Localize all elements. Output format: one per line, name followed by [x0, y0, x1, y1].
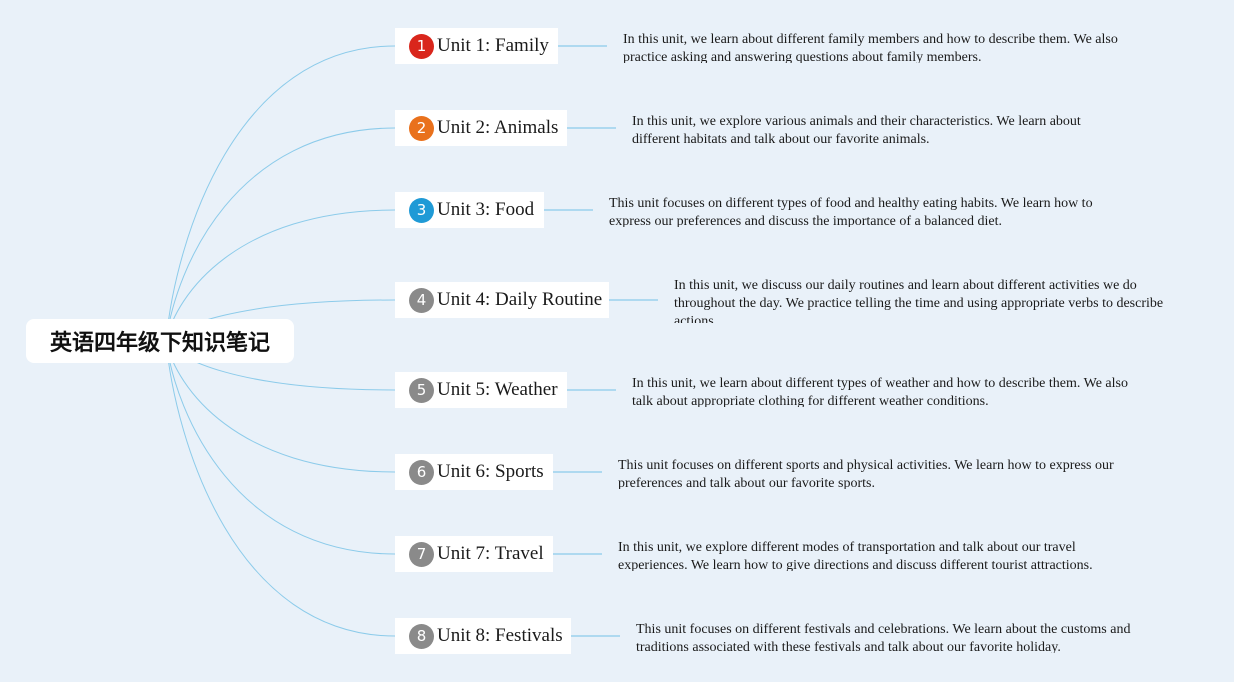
branch-line	[165, 127, 396, 342]
unit-description: In this unit, we learn about different f…	[623, 32, 1118, 63]
root-topic[interactable]: 英语四年级下知识笔记	[26, 319, 294, 363]
unit-label: Unit 1: Family	[437, 35, 549, 56]
branch-line	[165, 340, 396, 637]
unit-description: In this unit, we discuss our daily routi…	[674, 278, 1164, 323]
branch-line	[165, 45, 396, 342]
branch-line	[165, 340, 396, 555]
unit-label: Unit 7: Travel	[437, 543, 544, 564]
unit-node-daily-routine[interactable]: 4 Unit 4: Daily Routine	[395, 282, 609, 318]
unit-description: This unit focuses on different types of …	[609, 196, 1093, 227]
unit-node-food[interactable]: 3 Unit 3: Food	[395, 192, 544, 228]
unit-label: Unit 4: Daily Routine	[437, 289, 603, 310]
unit-description: In this unit, we explore various animals…	[632, 114, 1081, 145]
unit-description: This unit focuses on different festivals…	[636, 622, 1131, 653]
unit-description: In this unit, we learn about different t…	[632, 376, 1128, 407]
unit-node-animals[interactable]: 2 Unit 2: Animals	[395, 110, 567, 146]
unit-label: Unit 8: Festivals	[437, 625, 563, 646]
unit-description: This unit focuses on different sports an…	[618, 458, 1114, 489]
number-badge-icon: 3	[409, 197, 434, 223]
number-badge-icon: 5	[409, 377, 434, 403]
unit-node-sports[interactable]: 6 Unit 6: Sports	[395, 454, 553, 490]
unit-description: In this unit, we explore different modes…	[618, 540, 1093, 571]
number-badge-icon: 4	[409, 287, 434, 313]
unit-node-weather[interactable]: 5 Unit 5: Weather	[395, 372, 567, 408]
number-badge-icon: 8	[409, 623, 434, 649]
root-title: 英语四年级下知识笔记	[49, 331, 270, 356]
number-badge-icon: 1	[409, 33, 434, 59]
unit-label: Unit 5: Weather	[437, 379, 558, 400]
unit-label: Unit 2: Animals	[437, 117, 559, 138]
unit-node-festivals[interactable]: 8 Unit 8: Festivals	[395, 618, 571, 654]
unit-node-family[interactable]: 1 Unit 1: Family	[395, 28, 558, 64]
unit-label: Unit 6: Sports	[437, 461, 544, 482]
unit-node-travel[interactable]: 7 Unit 7: Travel	[395, 536, 553, 572]
number-badge-icon: 2	[409, 115, 434, 141]
number-badge-icon: 6	[409, 459, 434, 485]
number-badge-icon: 7	[409, 541, 434, 567]
unit-label: Unit 3: Food	[437, 199, 535, 220]
